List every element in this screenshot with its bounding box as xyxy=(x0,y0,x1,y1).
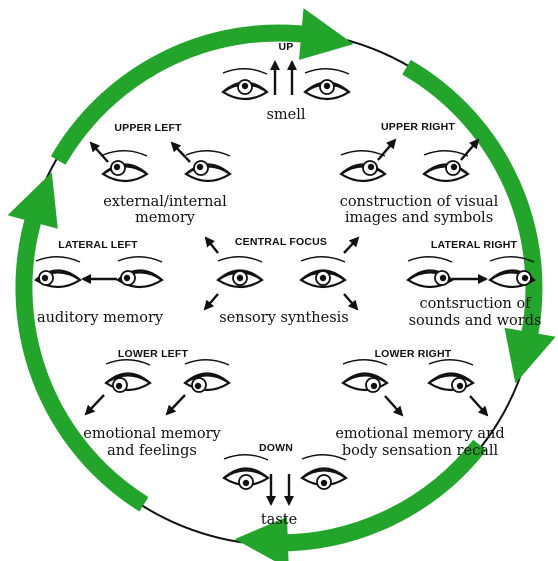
arrow-icon xyxy=(91,143,108,162)
arrow-icon xyxy=(461,140,478,160)
caption-up-line1: smell xyxy=(266,107,305,123)
caption-upper-left-line2: memory xyxy=(135,210,196,226)
arrow-icon xyxy=(86,395,104,414)
arrow-icon xyxy=(470,396,487,415)
section-lateral-right: LATERAL RIGHT contsruction of sounds and… xyxy=(408,239,541,329)
eye-icon xyxy=(302,455,346,489)
heading-up: UP xyxy=(279,41,294,53)
section-central-focus: CENTRAL FOCUS sensory synthesis xyxy=(205,236,358,326)
eye-icon xyxy=(424,151,468,181)
heading-lateral-left: LATERAL LEFT xyxy=(58,239,138,251)
green-circular-arrows-icon xyxy=(8,8,556,561)
eye-icon xyxy=(186,151,230,181)
caption-lower-left-line1: emotional memory xyxy=(83,426,221,442)
heading-upper-left: UPPER LEFT xyxy=(114,122,182,134)
eye-icon xyxy=(106,360,150,392)
eye-icon xyxy=(305,69,349,99)
eye-icon xyxy=(408,257,452,287)
caption-lateral-right-line1: contsruction of xyxy=(419,296,532,312)
heading-lower-right: LOWER RIGHT xyxy=(375,348,452,360)
section-upper-left: UPPER LEFT external/internal memory xyxy=(91,122,230,226)
eye-icon xyxy=(301,257,345,287)
eye-icon xyxy=(103,151,147,181)
eye-icon xyxy=(118,257,162,287)
arrow-icon xyxy=(167,395,185,414)
eye-icon xyxy=(224,455,268,489)
section-lower-right: LOWER RIGHT emotional memory and body se… xyxy=(335,348,504,459)
arrow-icon xyxy=(378,140,395,160)
heading-lower-left: LOWER LEFT xyxy=(118,348,189,360)
eye-icon xyxy=(218,257,262,287)
section-lower-left: LOWER LEFT emotional memory and feelings xyxy=(83,348,229,459)
eye-icon xyxy=(36,257,80,287)
eye-icon xyxy=(429,360,473,392)
eye-icon xyxy=(341,151,385,181)
heading-central-focus: CENTRAL FOCUS xyxy=(235,236,327,248)
caption-lateral-right-line2: sounds and words xyxy=(409,313,542,329)
section-lateral-left: LATERAL LEFT auditory memory xyxy=(36,239,164,326)
caption-lower-right-line2: body sensation recall xyxy=(342,443,499,459)
caption-lower-right-line1: emotional memory and xyxy=(335,426,504,442)
caption-down-line1: taste xyxy=(261,512,297,528)
section-down: DOWN taste xyxy=(224,442,346,528)
eye-icon xyxy=(185,360,229,392)
caption-upper-left-line1: external/internal xyxy=(103,194,227,210)
eye-icon xyxy=(343,360,387,392)
section-up: UP smell xyxy=(223,41,349,123)
arrow-icon xyxy=(344,238,358,253)
caption-lower-left-line2: and feelings xyxy=(107,443,197,459)
heading-down: DOWN xyxy=(259,442,293,454)
arrow-icon xyxy=(385,396,402,415)
caption-lateral-left-line1: auditory memory xyxy=(37,310,164,326)
arrow-icon xyxy=(206,238,218,253)
eye-icon xyxy=(223,69,267,99)
arrow-icon xyxy=(172,143,190,162)
caption-upper-right-line1: construction of visual xyxy=(340,194,499,210)
heading-lateral-right: LATERAL RIGHT xyxy=(431,239,518,251)
caption-upper-right-line2: images and symbols xyxy=(345,210,493,226)
arrow-icon xyxy=(344,294,357,309)
caption-central-focus-line1: sensory synthesis xyxy=(219,310,349,326)
arrow-icon xyxy=(205,294,218,309)
heading-upper-right: UPPER RIGHT xyxy=(381,121,455,133)
